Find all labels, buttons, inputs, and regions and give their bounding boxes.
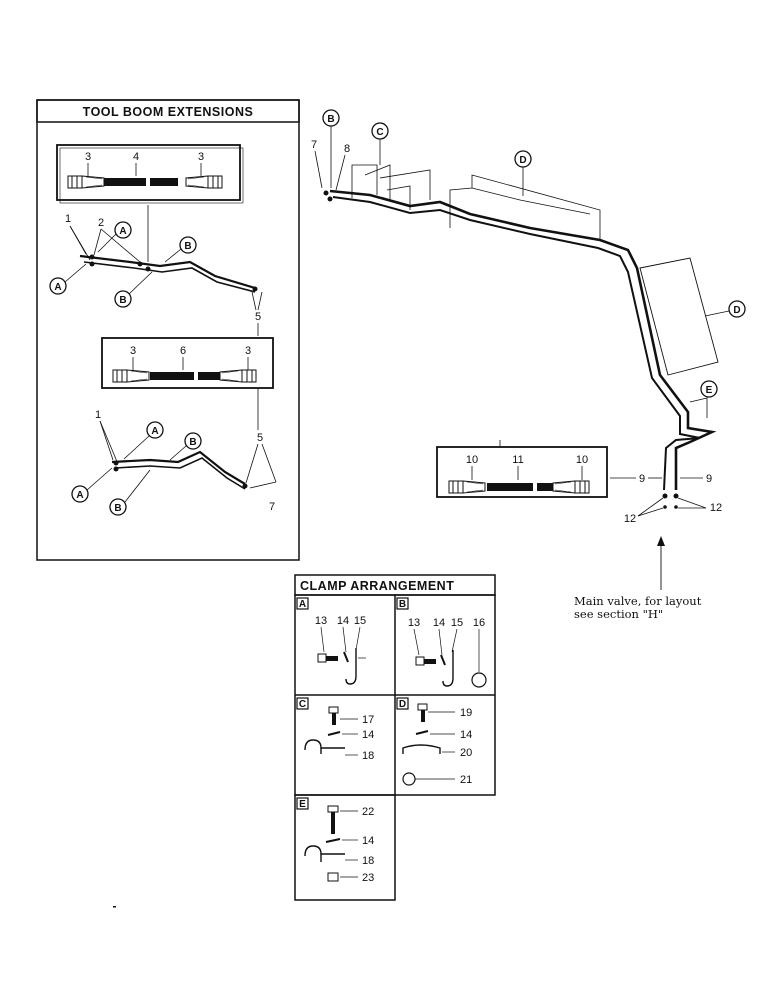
label-3: 3 [198,151,204,163]
boom-line-upper: 1 2 A A B B [49,205,263,336]
callout-b: B [322,109,340,188]
label-13: 13 [315,615,327,627]
callout-b: B [164,236,197,263]
label-1: 1 [95,409,101,421]
svg-text:B: B [119,295,126,306]
svg-text:B: B [189,437,196,448]
label-3: 3 [245,345,251,357]
clamp-cell-e: E 22 14 18 23 [296,797,374,884]
clamp-arrangement-table: CLAMP ARRANGEMENT A 13 14 15 B 13 14 [294,574,496,901]
main-valve-note-line2: see section "H" [574,607,663,621]
svg-text:E: E [706,385,713,396]
label-15: 15 [451,617,463,629]
label-20: 20 [460,747,472,759]
hose-assembly-4: 3 4 3 [56,144,244,204]
svg-text:B: B [327,114,334,125]
svg-text:C: C [299,699,306,710]
svg-text:E: E [299,799,306,810]
label-4: 4 [133,151,139,163]
tool-boom-panel: TOOL BOOM EXTENSIONS 3 4 3 1 [36,99,300,561]
svg-text:D: D [733,305,740,316]
clamp-cell-b: B 13 14 15 16 [396,597,487,688]
svg-text:A: A [76,490,83,501]
svg-text:B: B [184,241,191,252]
svg-text:A: A [119,226,126,237]
label-7: 7 [311,139,317,151]
main-valve-note-line1: Main valve, for layout [574,594,702,608]
svg-text:B: B [114,503,121,514]
label-22: 22 [362,806,374,818]
label-3: 3 [130,345,136,357]
clamp-cell-c: C 17 14 18 [296,697,374,762]
boom-line-lower: 1 A B A B 5 [71,409,277,516]
label-19: 19 [460,707,472,719]
label-12: 12 [624,513,636,525]
label-18: 18 [362,855,374,867]
callout-a: A [123,421,164,460]
label-5: 5 [257,432,263,444]
svg-text:A: A [54,282,61,293]
label-15: 15 [354,615,366,627]
label-14: 14 [460,729,472,741]
label-14: 14 [362,729,374,741]
svg-text:D: D [399,699,406,710]
main-pipe-route: 7 8 B C D D E [311,109,746,621]
tool-boom-title: TOOL BOOM EXTENSIONS [83,105,254,119]
label-5: 5 [255,311,261,323]
label-3: 3 [85,151,91,163]
label-13: 13 [408,617,420,629]
label-14: 14 [337,615,349,627]
callout-d: D [704,300,746,318]
callout-e: E [700,380,718,398]
callout-d: D [514,150,532,196]
svg-text:C: C [376,127,383,138]
callout-a: A [49,263,87,295]
callout-a: A [97,221,132,253]
svg-text:A: A [299,599,306,610]
svg-text:A: A [151,426,158,437]
label-10: 10 [466,454,478,466]
label-17: 17 [362,714,374,726]
label-9: 9 [706,473,712,485]
label-16: 16 [473,617,485,629]
hose-assembly-6: 3 6 3 [101,337,274,430]
label-12: 12 [710,502,722,514]
label-8: 8 [344,143,350,155]
svg-text:D: D [519,155,526,166]
callout-a: A [71,467,113,503]
label-9: 9 [639,473,645,485]
label-10: 10 [576,454,588,466]
clamp-cell-a: A 13 14 15 [296,597,366,685]
clamp-cell-d: D 19 14 20 21 [396,697,472,786]
svg-text:B: B [399,599,406,610]
hose-assembly-11: 10 11 10 [436,440,608,498]
label-6: 6 [180,345,186,357]
callout-b: B [114,271,153,308]
label-14: 14 [433,617,445,629]
label-23: 23 [362,872,374,884]
label-11: 11 [512,454,523,466]
label-21: 21 [460,774,472,786]
corner-mark: 7 [269,501,275,513]
callout-b: B [109,469,151,516]
label-18: 18 [362,750,374,762]
label-14: 14 [362,835,374,847]
label-2: 2 [98,217,104,229]
label-1: 1 [65,213,71,225]
callout-c: C [371,122,389,165]
callout-b: B [169,432,202,461]
clamp-title: CLAMP ARRANGEMENT [300,579,454,593]
